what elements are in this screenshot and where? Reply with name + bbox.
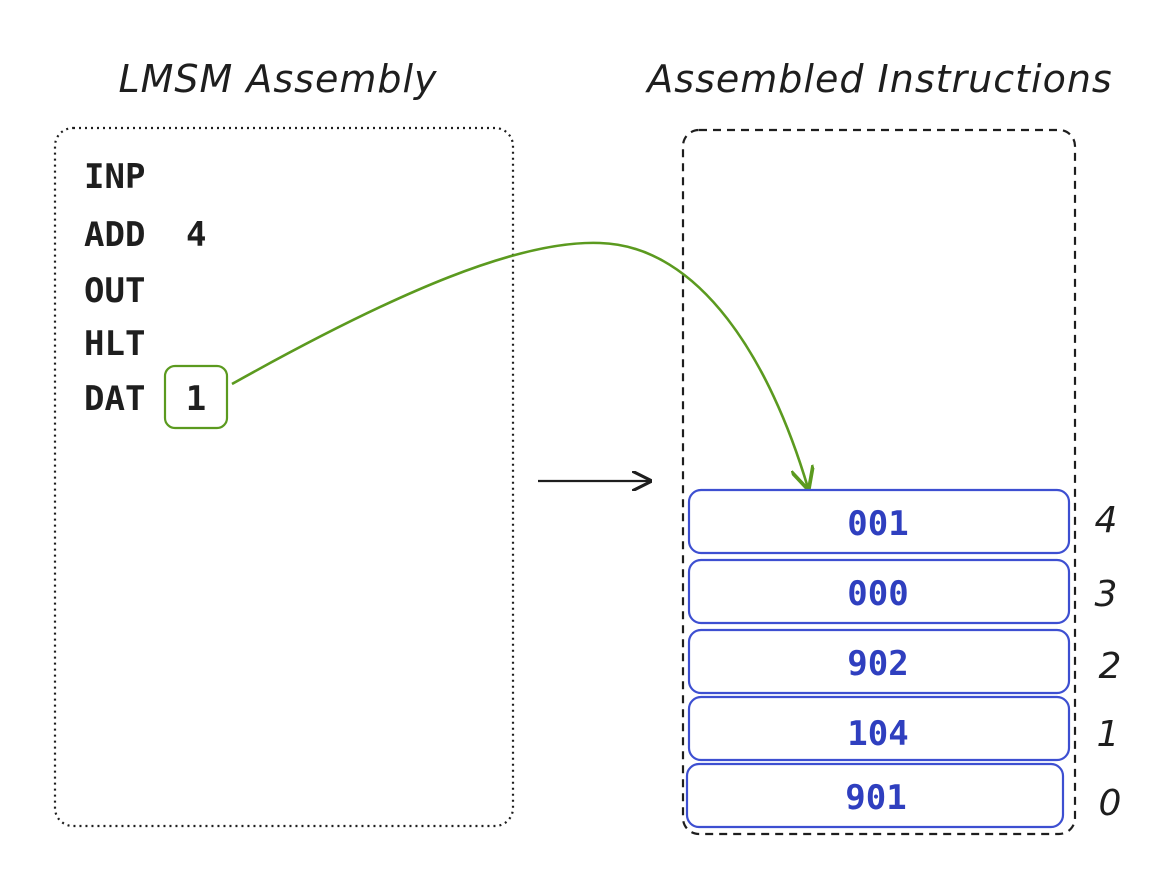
- memory-cell-address: 1: [1097, 714, 1120, 755]
- memory-cell-address: 4: [1095, 500, 1118, 541]
- memory-cell-value: 000: [847, 574, 908, 614]
- memory-cell: [687, 558, 1071, 625]
- assembly-line-operand: 4: [186, 215, 206, 255]
- memory-cell-value: 001: [847, 504, 908, 544]
- memory-cell-address: 3: [1095, 574, 1118, 615]
- dat-operand-highlight: [163, 364, 229, 430]
- assembly-box: [53, 126, 515, 828]
- assembly-line-op: ADD: [84, 215, 145, 255]
- right-title: Assembled Instructions: [644, 57, 1112, 101]
- left-title: LMSM Assembly: [118, 57, 437, 101]
- assembly-listing: INP ADD 4 OUT HLT DAT: [84, 157, 206, 419]
- memory-box: [681, 128, 1077, 836]
- memory-cell: [687, 488, 1071, 555]
- memory-cells: 001 4 000 3 902 2 104 1 901 0: [685, 488, 1122, 829]
- memory-cell-value: 902: [847, 644, 908, 684]
- memory-cell-value: 901: [845, 778, 906, 818]
- memory-cell-value: 104: [847, 714, 908, 754]
- assembly-line-op: INP: [84, 157, 145, 197]
- assembly-line-op: DAT: [84, 379, 145, 419]
- assembly-line-op: OUT: [84, 271, 145, 311]
- assembly-line-op: HLT: [84, 324, 145, 364]
- memory-cell: [687, 628, 1071, 695]
- memory-cell-address: 2: [1099, 646, 1122, 687]
- dat-operand-value: 1: [186, 379, 206, 419]
- memory-cell-address: 0: [1099, 783, 1122, 824]
- memory-cell: [685, 762, 1065, 829]
- dat-to-memory-arrow: [231, 241, 808, 488]
- memory-cell: [687, 695, 1071, 762]
